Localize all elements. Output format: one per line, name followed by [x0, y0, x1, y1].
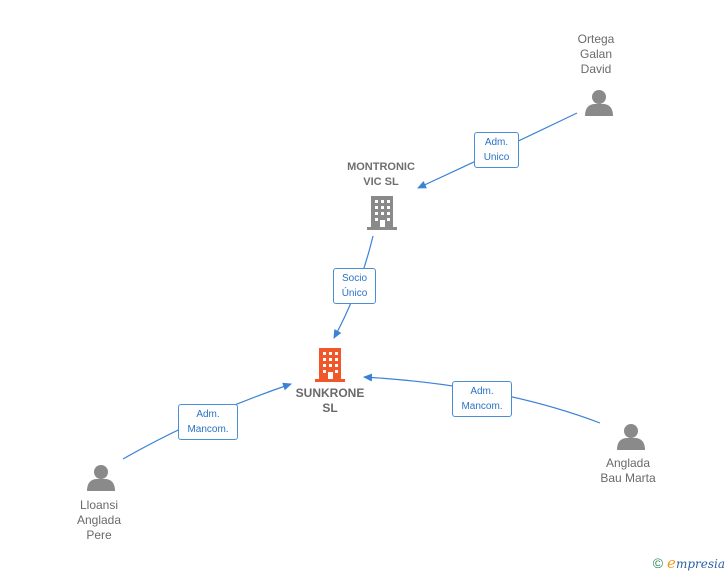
edge-label-anglada-sunkrone[interactable]: Adm. Mancom.: [452, 381, 512, 417]
building-icon[interactable]: [367, 196, 397, 230]
person-icon[interactable]: [617, 424, 645, 450]
person-icon[interactable]: [585, 90, 613, 116]
node-label-montronic[interactable]: MONTRONIC VIC SL: [347, 161, 415, 188]
empresia-logo[interactable]: empresia: [667, 554, 725, 572]
copyright-icon: ©: [652, 555, 664, 571]
person-icon[interactable]: [87, 465, 115, 491]
edge-label-montronic-sunkrone[interactable]: Socio Único: [333, 268, 376, 304]
node-label-ortega[interactable]: Ortega Galan David: [577, 32, 615, 76]
node-label-lloansi[interactable]: Lloansi Anglada Pere: [76, 498, 122, 542]
edge-label-lloansi-sunkrone[interactable]: Adm. Mancom.: [178, 404, 238, 440]
node-label-sunkrone[interactable]: SUNKRONE SL: [295, 386, 365, 415]
brand-footer: © empresia: [653, 554, 725, 572]
edge-label-ortega-montronic[interactable]: Adm. Unico: [474, 132, 519, 168]
main-building-icon[interactable]: [315, 348, 345, 382]
node-label-anglada[interactable]: Anglada Bau Marta: [600, 456, 656, 485]
